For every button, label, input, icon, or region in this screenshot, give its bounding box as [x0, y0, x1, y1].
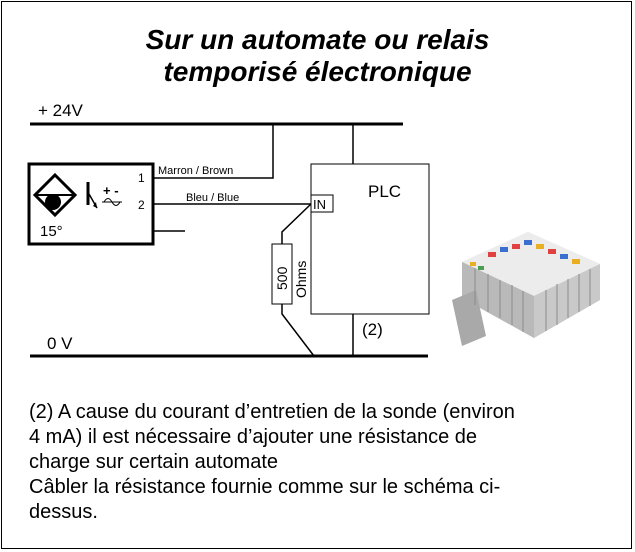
- note-line-5: dessus.: [29, 501, 98, 523]
- explanatory-note: (2) A cause du courant d’entretien de la…: [29, 400, 629, 525]
- resistor-top-wire: [281, 203, 312, 244]
- plc-input-terminal: [310, 194, 334, 213]
- note-line-4: Câbler la résistance fournie comme sur l…: [29, 476, 501, 498]
- brown-wire-label: Marron / Brown: [158, 165, 233, 177]
- resistor-bottom-wire: [281, 304, 315, 357]
- note-marker-label: (2): [362, 320, 383, 339]
- plc-input-label: IN: [313, 197, 326, 212]
- plc-module-photo: [452, 232, 600, 346]
- title-line-1: Sur un automate ou relais: [145, 24, 490, 55]
- zero-volt-rail-label: 0 V: [47, 334, 73, 353]
- brown-wire: [153, 124, 274, 179]
- sensor-pin-1-label: 1: [138, 171, 145, 185]
- title-line-2: temporisé électronique: [163, 56, 472, 87]
- sensor-symbol-icon: [32, 172, 122, 218]
- note-line-3: charge sur certain automate: [29, 451, 279, 473]
- resistor-value-label: 500: [274, 266, 290, 290]
- sensor-polarity-label: + -: [103, 183, 119, 198]
- resistor-unit-label: Ohms: [293, 261, 309, 298]
- positive-rail-label: + 24V: [38, 101, 84, 120]
- note-line-1: (2) A cause du courant d’entretien de la…: [29, 401, 515, 423]
- blue-wire-label: Bleu / Blue: [186, 192, 239, 204]
- plc-box: [310, 163, 430, 315]
- note-line-2: 4 mA) il est nécessaire d’ajouter une ré…: [29, 426, 478, 448]
- plc-label: PLC: [368, 182, 401, 201]
- sensor-angle-label: 15°: [40, 223, 63, 240]
- page-title: Sur un automate ou relais temporisé élec…: [0, 24, 635, 88]
- sensor-pin-2-label: 2: [138, 198, 145, 212]
- load-resistor: [271, 243, 293, 305]
